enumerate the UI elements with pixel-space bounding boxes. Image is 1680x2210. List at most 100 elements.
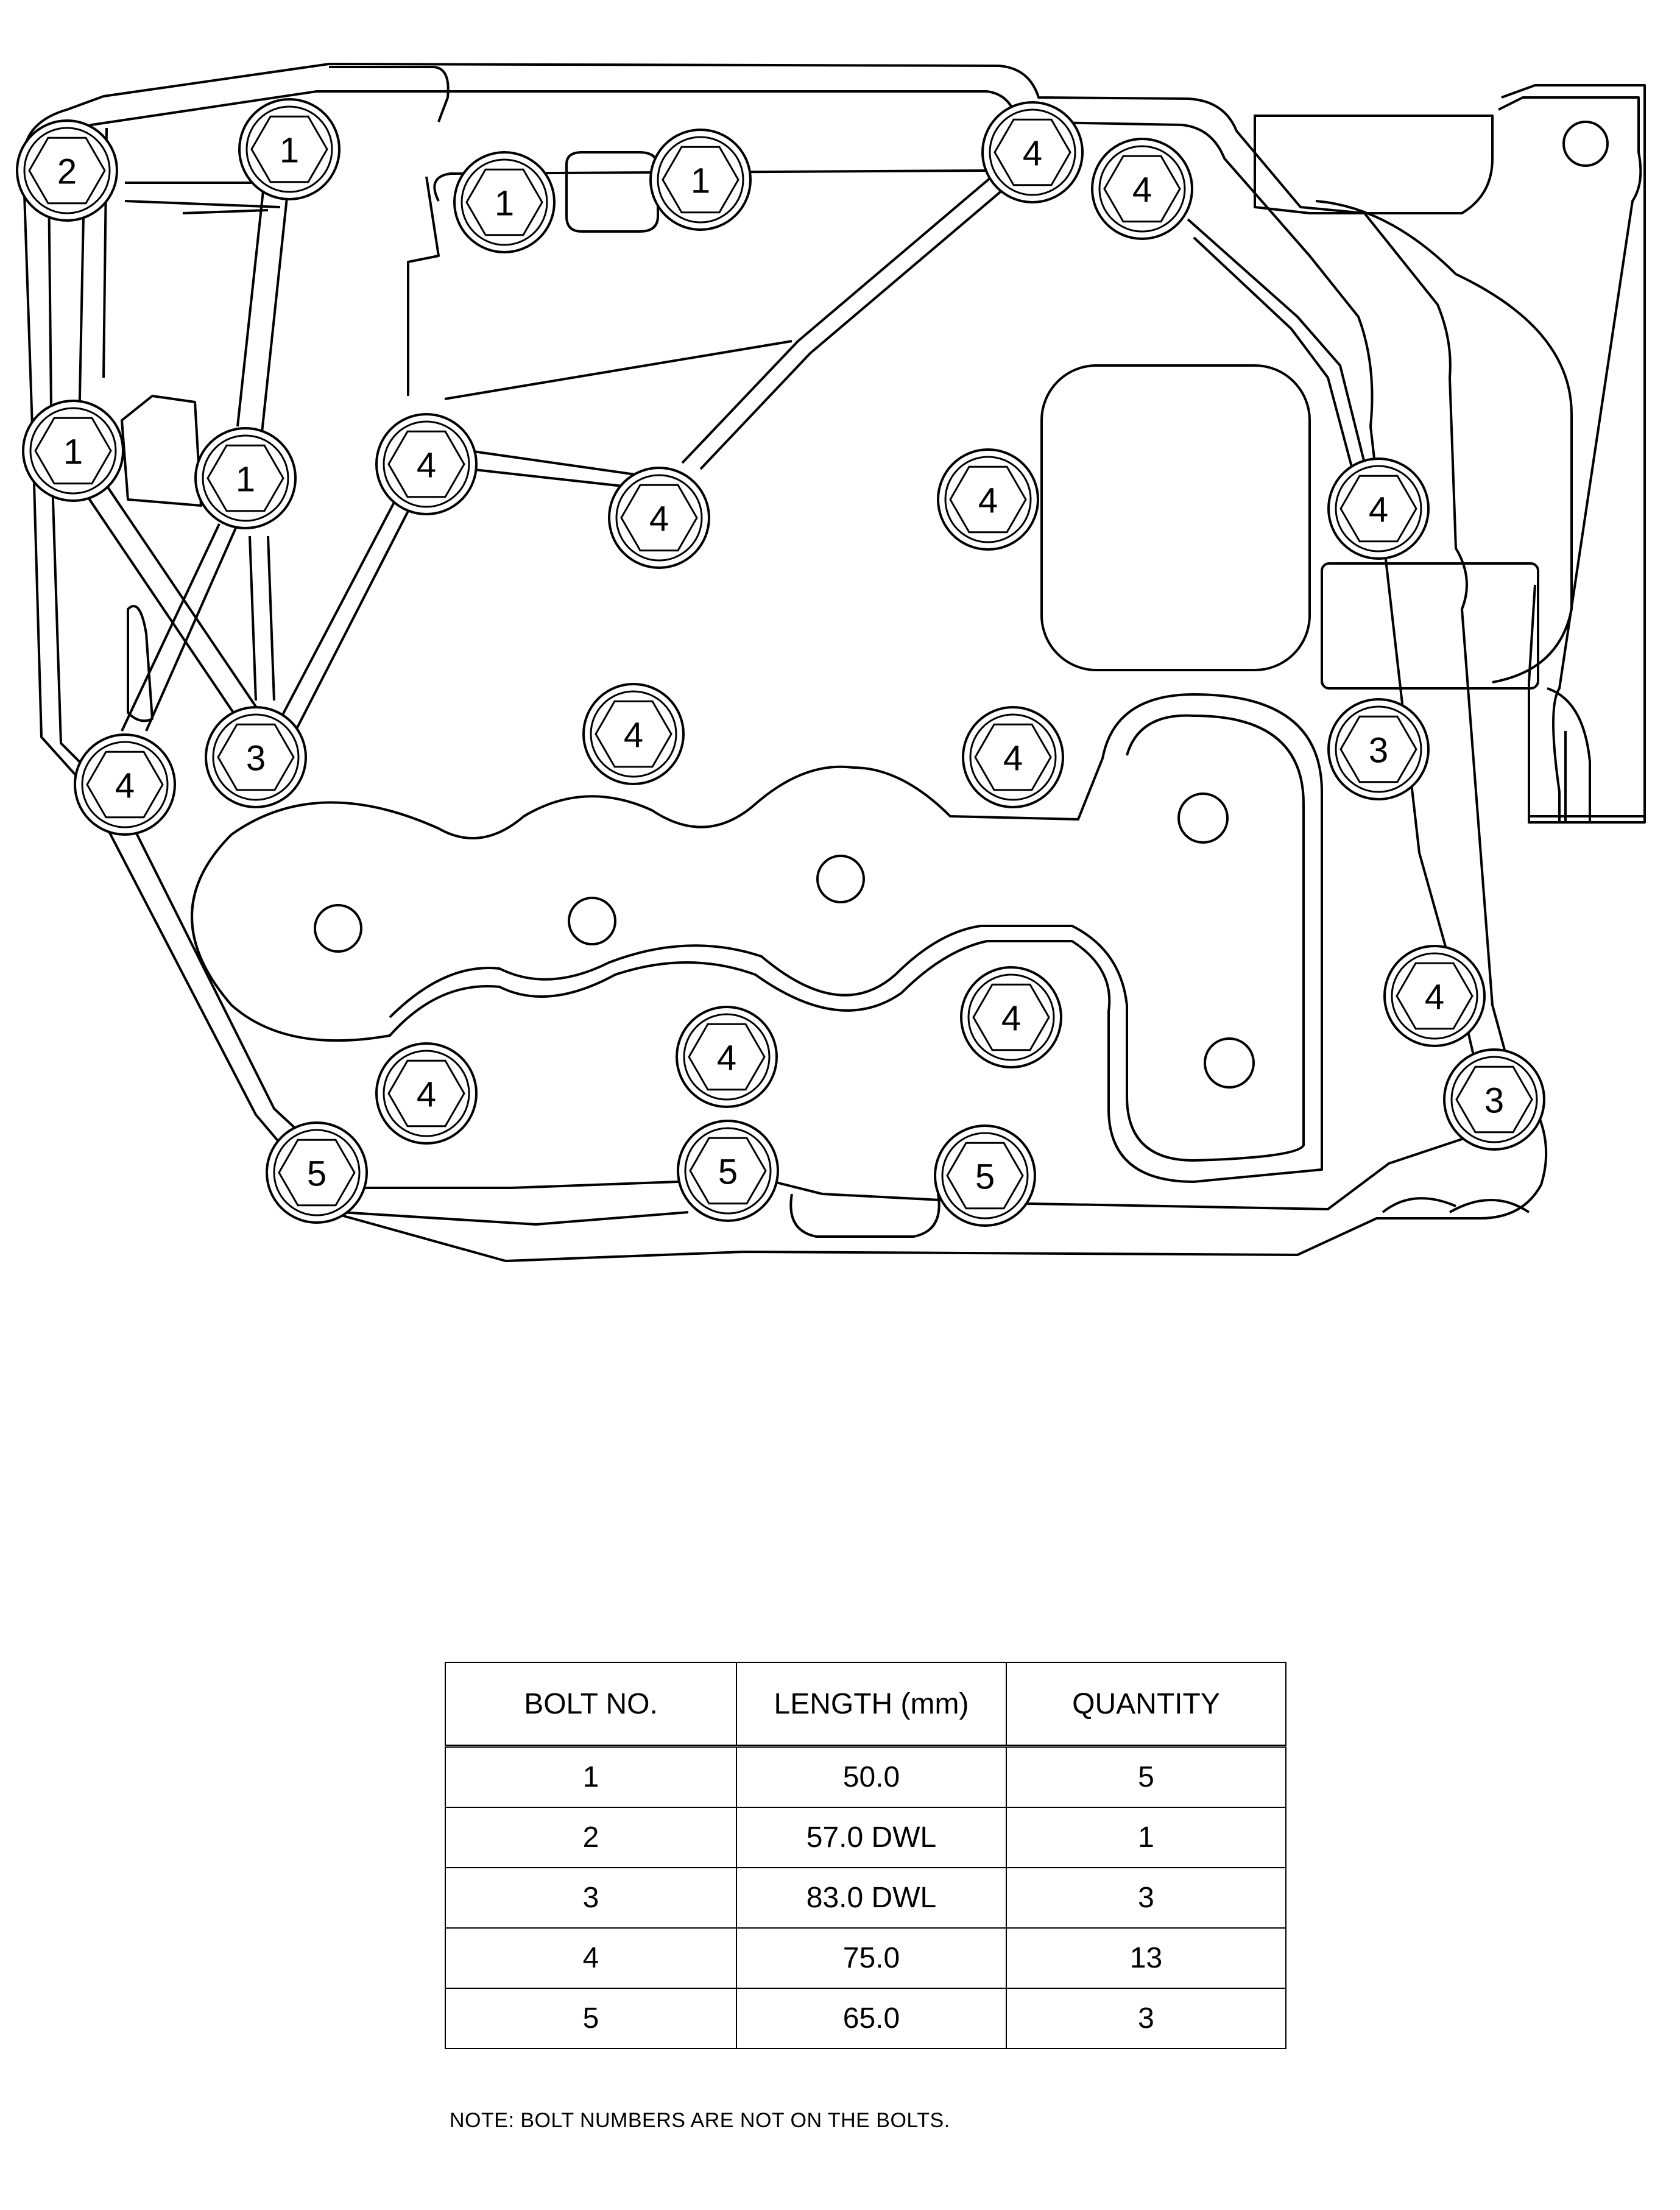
cell-bolt-no: 5 <box>445 1988 737 2049</box>
bolt-outer-ring <box>677 1120 779 1222</box>
bolt-number-label: 1 <box>495 184 514 224</box>
bolt-outer-ring <box>238 98 341 200</box>
hex-bolt-head-icon <box>1339 715 1417 783</box>
bolt-outer-ring <box>375 1042 478 1145</box>
bolt-inner-ring <box>969 713 1057 801</box>
cell-bolt-no: 4 <box>445 1927 737 1989</box>
bolt-marker: 1 <box>649 129 752 231</box>
bolt-number-label: 1 <box>280 131 299 171</box>
cell-length: 57.0 DWL <box>736 1807 1007 1868</box>
bolt-outer-ring <box>16 119 118 222</box>
cell-length: 75.0 <box>736 1927 1007 1989</box>
bolt-number-label: 2 <box>57 152 77 192</box>
hex-bolt-head-icon <box>994 118 1071 186</box>
bolt-number-label: 4 <box>717 1039 736 1078</box>
valve-body-outline <box>22 63 1646 1262</box>
bolt-marker: 1 <box>453 151 556 253</box>
bolt-marker: 5 <box>266 1121 368 1224</box>
bolt-number-label: 4 <box>115 766 135 806</box>
bolt-outer-ring <box>937 448 1039 551</box>
bolt-number-label: 4 <box>649 500 669 539</box>
bolt-outer-ring <box>453 151 556 253</box>
bolt-number-label: 4 <box>624 716 643 755</box>
hex-bolt-head-icon <box>595 700 672 768</box>
bolt-outer-ring <box>960 966 1062 1068</box>
cell-quantity: 13 <box>1006 1927 1286 1989</box>
cell-length: 50.0 <box>736 1745 1007 1808</box>
cell-quantity: 3 <box>1006 1988 1286 2049</box>
bolt-outer-ring <box>74 733 176 836</box>
bolt-inner-ring <box>657 136 744 224</box>
hex-bolt-head-icon <box>620 484 698 552</box>
hex-bolt-head-icon <box>689 1137 767 1205</box>
bolt-inner-ring <box>1335 705 1422 793</box>
bolt-marker: 4 <box>962 706 1064 808</box>
bolt-marker: 3 <box>205 706 307 808</box>
bolt-outer-ring <box>1327 457 1430 560</box>
hex-bolt-head-icon <box>206 444 284 512</box>
bolt-inner-ring <box>202 434 289 522</box>
bolt-marker: 4 <box>74 733 176 836</box>
hex-bolt-head-icon <box>1455 1065 1533 1134</box>
hex-bolt-head-icon <box>974 723 1052 791</box>
bolt-outer-ring <box>649 129 752 231</box>
bolt-marker: 2 <box>16 119 118 222</box>
hex-bolt-head-icon <box>662 146 739 214</box>
bolt-number-label: 4 <box>1132 171 1152 210</box>
bolt-outer-ring <box>676 1006 778 1108</box>
cell-length: 65.0 <box>736 1988 1007 2049</box>
bolt-marker: 4 <box>582 683 685 785</box>
table-row: 3 83.0 DWL 3 <box>445 1867 1286 1929</box>
cell-length: 83.0 DWL <box>736 1867 1007 1929</box>
cell-bolt-no: 1 <box>445 1745 737 1808</box>
bolt-marker: 1 <box>238 98 341 200</box>
hex-bolt-head-icon <box>278 1139 356 1207</box>
bolt-marker: 4 <box>676 1006 778 1108</box>
bolt-outer-ring <box>1327 698 1430 800</box>
table-row: 2 57.0 DWL 1 <box>445 1807 1286 1868</box>
bolt-number-label: 4 <box>1003 739 1023 778</box>
header-bolt-no: BOLT NO. <box>445 1662 737 1748</box>
bolt-marker: 1 <box>22 400 124 502</box>
bolt-note: NOTE: BOLT NUMBERS ARE NOT ON THE BOLTS. <box>450 2109 950 2132</box>
table-row: 4 75.0 13 <box>445 1927 1286 1989</box>
bolt-number-label: 5 <box>718 1153 738 1192</box>
bolt-marker: 4 <box>375 1042 478 1145</box>
bolt-outer-ring <box>934 1124 1036 1227</box>
bolt-marker: 4 <box>1383 945 1486 1047</box>
bolt-outer-ring <box>1443 1048 1545 1151</box>
hex-bolt-head-icon <box>387 430 465 498</box>
bolt-number-label: 1 <box>63 432 83 472</box>
hex-bolt-head-icon <box>217 723 295 791</box>
bolt-outer-ring <box>1091 138 1193 240</box>
bolt-marker: 5 <box>677 1120 779 1222</box>
bolt-inner-ring <box>989 108 1076 196</box>
cell-quantity: 1 <box>1006 1807 1286 1868</box>
hex-bolt-head-icon <box>1103 155 1181 223</box>
bolt-inner-ring <box>1335 465 1422 552</box>
bolt-inner-ring <box>590 690 677 778</box>
bolt-outer-ring <box>205 706 307 808</box>
hex-bolt-head-icon <box>972 983 1050 1051</box>
bolt-inner-ring <box>461 158 548 246</box>
bolt-marker: 4 <box>981 101 1084 203</box>
bolt-inner-ring <box>683 1013 771 1101</box>
bolt-inner-ring <box>684 1127 772 1215</box>
bolt-inner-ring <box>273 1129 361 1216</box>
header-length: LENGTH (mm) <box>736 1662 1007 1748</box>
bolt-outer-ring <box>1383 945 1486 1047</box>
cell-bolt-no: 3 <box>445 1867 737 1929</box>
bolt-inner-ring <box>245 105 333 193</box>
bolt-number-label: 5 <box>975 1157 995 1197</box>
table-row: 5 65.0 3 <box>445 1988 1286 2049</box>
bolt-number-label: 3 <box>1369 731 1388 771</box>
bolt-inner-ring <box>944 456 1032 543</box>
cell-quantity: 3 <box>1006 1867 1286 1929</box>
hex-bolt-head-icon <box>250 115 328 183</box>
bolt-number-label: 4 <box>1023 134 1042 174</box>
bolt-marker: 4 <box>375 413 478 515</box>
bolt-marker: 3 <box>1443 1048 1545 1151</box>
bolt-number-label: 4 <box>978 481 998 521</box>
bolt-outer-ring <box>22 400 124 502</box>
bolt-marker: 4 <box>608 467 710 569</box>
